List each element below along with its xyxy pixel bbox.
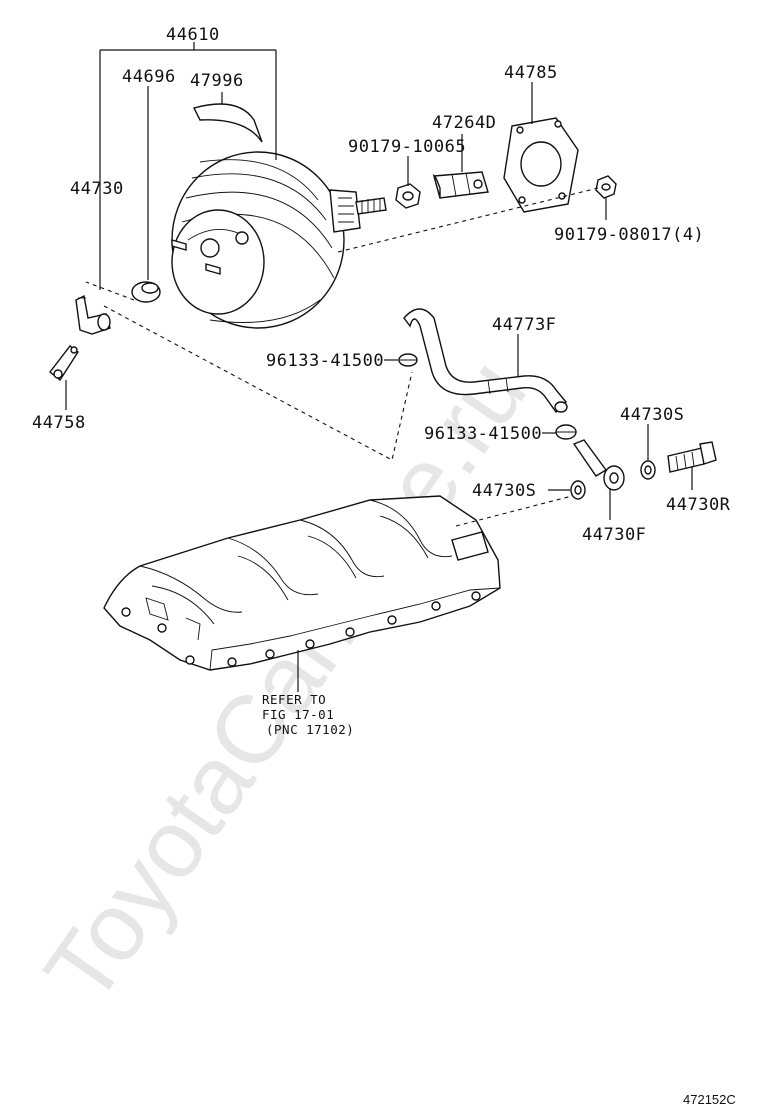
brake-booster: [171, 151, 387, 329]
label-44730S-right: 44730S: [620, 405, 684, 425]
label-96133-41500-upper: 96133-41500: [266, 351, 384, 371]
label-44696: 44696: [122, 67, 176, 87]
part-44758-bracket: [49, 345, 79, 382]
intake-manifold: [103, 495, 501, 671]
label-44730R: 44730R: [666, 495, 731, 515]
part-90179-10065-nut: [395, 183, 421, 209]
part-44730F-union: [572, 439, 625, 491]
reference-note-line1: REFER TO: [262, 692, 326, 707]
label-44730: 44730: [70, 179, 124, 199]
label-47264D: 47264D: [432, 113, 496, 133]
part-96133-41500-clip-lower: [555, 424, 577, 440]
reference-note-line3: (PNC 17102): [266, 722, 354, 737]
part-44730S-washer-left: [570, 480, 586, 500]
label-44610: 44610: [166, 25, 220, 45]
part-96133-41500-clip-upper: [398, 353, 418, 367]
leader-lines: [65, 42, 693, 692]
label-44785: 44785: [504, 63, 558, 83]
part-44730-check-valve: [75, 294, 111, 335]
label-44730F: 44730F: [582, 525, 646, 545]
part-44785-gasket: [503, 117, 579, 213]
reference-note-line2: FIG 17-01: [262, 707, 334, 722]
label-44773F: 44773F: [492, 315, 556, 335]
part-90179-08017-nut: [595, 175, 617, 199]
label-47996: 47996: [190, 71, 244, 91]
label-90179-10065: 90179-10065: [348, 137, 466, 157]
label-44730S-left: 44730S: [472, 481, 536, 501]
part-44696-grommet: [131, 281, 161, 303]
label-96133-41500-lower: 96133-41500: [424, 424, 542, 444]
part-44730R-union-bolt: [667, 441, 717, 473]
part-labels: 44610 44696 47996 44785 47264D 90179-100…: [32, 25, 731, 545]
part-47264D-clevis: [432, 171, 489, 199]
part-44730S-washer-right: [640, 460, 656, 480]
diagram-id: 472152C: [683, 1092, 736, 1107]
part-47996-plate: [192, 103, 263, 143]
reference-note: REFER TO FIG 17-01 (PNC 17102): [262, 692, 354, 737]
part-44773F-vacuum-hose: [403, 308, 568, 414]
label-90179-08017: 90179-08017(4): [554, 225, 704, 245]
label-44758: 44758: [32, 413, 86, 433]
